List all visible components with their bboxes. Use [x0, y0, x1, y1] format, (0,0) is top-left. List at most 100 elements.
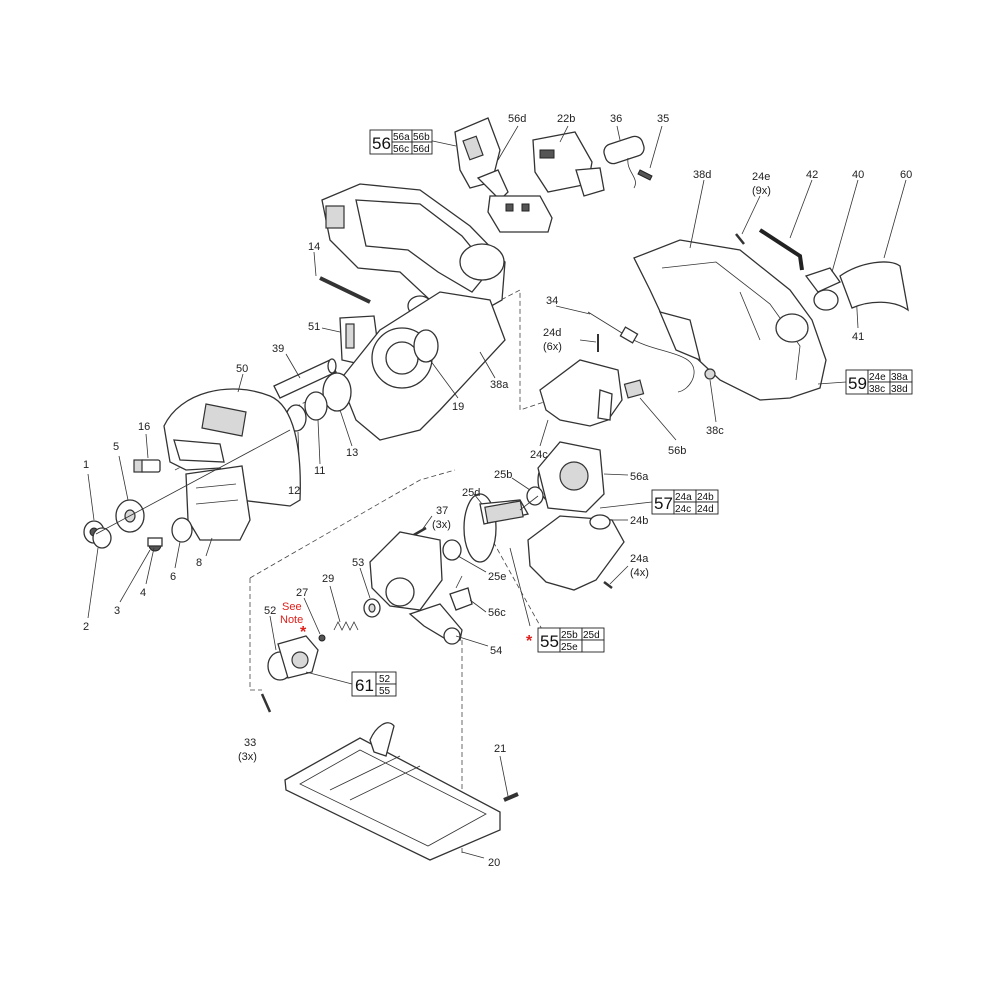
label-33-qty: (3x) — [238, 751, 257, 763]
motor-housing-24b — [527, 514, 625, 591]
label-4: 4 — [140, 587, 146, 599]
armature-25d — [463, 493, 539, 563]
label-24d: 24d — [543, 327, 561, 339]
leader-34 — [555, 305, 591, 315]
bearing-25b — [526, 486, 544, 506]
leader-20 — [461, 851, 485, 859]
leader-3 — [119, 549, 151, 603]
leader-5 — [118, 455, 129, 501]
leader-37 — [421, 515, 433, 531]
label-33: 33 — [244, 737, 256, 749]
switch-assembly-56d — [454, 117, 553, 233]
label-24a: 24a — [630, 553, 649, 565]
leader-21 — [499, 755, 509, 797]
kit-55-cell: 25e — [561, 642, 578, 653]
label-40: 40 — [852, 169, 864, 181]
label-37-qty: (3x) — [432, 519, 451, 531]
label-42: 42 — [806, 169, 818, 181]
part-38c — [704, 368, 716, 380]
label-11: 11 — [314, 465, 325, 477]
kit-61-cell: 55 — [379, 686, 391, 697]
part-40 — [804, 267, 841, 311]
kit-59-cell: 24e — [869, 372, 886, 383]
label-54: 54 — [490, 645, 502, 657]
brush-holder-22b — [532, 131, 605, 197]
leader-19 — [429, 359, 459, 399]
screw-4 — [147, 537, 163, 547]
kit-61-cell: 52 — [379, 674, 391, 685]
leader-4 — [145, 547, 155, 585]
kit-57-number: 57 — [654, 494, 673, 513]
label-38a: 38a — [490, 379, 509, 391]
label-36: 36 — [610, 113, 622, 125]
label-56b: 56b — [668, 445, 686, 457]
label-25e: 25e — [488, 571, 506, 583]
label-24a-qty: (4x) — [630, 567, 649, 579]
kit-57-cell: 24d — [697, 504, 714, 515]
kit-box-55: * 55 25b 25d 25e — [526, 627, 605, 653]
bearing-25e — [442, 539, 462, 561]
kit-61-number: 61 — [355, 676, 374, 695]
shaft-39 — [273, 358, 337, 399]
terminal-56b — [623, 379, 645, 399]
label-22b: 22b — [557, 113, 575, 125]
leader-24d — [579, 339, 597, 343]
leader-11 — [317, 419, 321, 465]
part-56c — [449, 575, 473, 611]
leader-24e — [741, 195, 761, 235]
label-24e: 24e — [752, 171, 770, 183]
leader-54 — [455, 635, 489, 647]
leader-56b — [639, 397, 677, 441]
kit-57-cell: 24c — [675, 504, 691, 515]
sensor-36 — [603, 135, 645, 189]
leader-25b — [511, 477, 531, 491]
guard-plate-8 — [185, 465, 251, 541]
kit-59-cell: 38a — [891, 372, 908, 383]
leader-24a — [609, 565, 629, 585]
see-note-line1: See — [282, 601, 302, 613]
base-plate-20 — [284, 722, 501, 861]
screw-24a — [603, 581, 613, 589]
label-39: 39 — [272, 343, 284, 355]
leader-25d — [473, 493, 483, 505]
label-24b: 24b — [630, 515, 648, 527]
leader-29 — [329, 585, 341, 623]
label-13: 13 — [346, 447, 358, 459]
leader-53 — [359, 567, 371, 599]
leader-57 — [599, 501, 653, 509]
ring-19 — [413, 329, 439, 363]
leader-8 — [205, 537, 213, 557]
bushing-6 — [171, 517, 193, 543]
leader-6 — [174, 541, 181, 569]
washer-11 — [304, 391, 328, 421]
label-24d-qty: (6x) — [543, 341, 562, 353]
stator-56a — [537, 441, 605, 513]
leader-61 — [305, 671, 353, 685]
label-38c: 38c — [706, 425, 724, 437]
leader-38a — [479, 351, 496, 379]
part-27 — [318, 634, 326, 642]
label-56a: 56a — [630, 471, 649, 483]
kit-55-cell: 25d — [583, 630, 600, 641]
pin-14 — [319, 276, 371, 304]
leader-2 — [87, 547, 99, 619]
label-2: 2 — [83, 621, 89, 633]
label-27: 27 — [296, 587, 308, 599]
label-19: 19 — [452, 401, 464, 413]
screw-24e — [735, 233, 745, 245]
leader-52 — [269, 615, 277, 651]
leader-55 — [509, 547, 531, 627]
kit-55-number: 55 — [540, 632, 559, 651]
leader-56 — [427, 139, 457, 147]
kit-57-cell: 24b — [697, 492, 714, 503]
label-6: 6 — [170, 571, 176, 583]
kit-59-number: 59 — [848, 374, 867, 393]
kit-57-cell: 24a — [675, 492, 692, 503]
leader-56d — [497, 125, 519, 161]
gear-housing-54 — [369, 531, 463, 645]
assembly-outline-dash — [249, 469, 456, 579]
label-24c: 24c — [530, 449, 548, 461]
leader-36 — [616, 125, 621, 141]
label-35: 35 — [657, 113, 669, 125]
